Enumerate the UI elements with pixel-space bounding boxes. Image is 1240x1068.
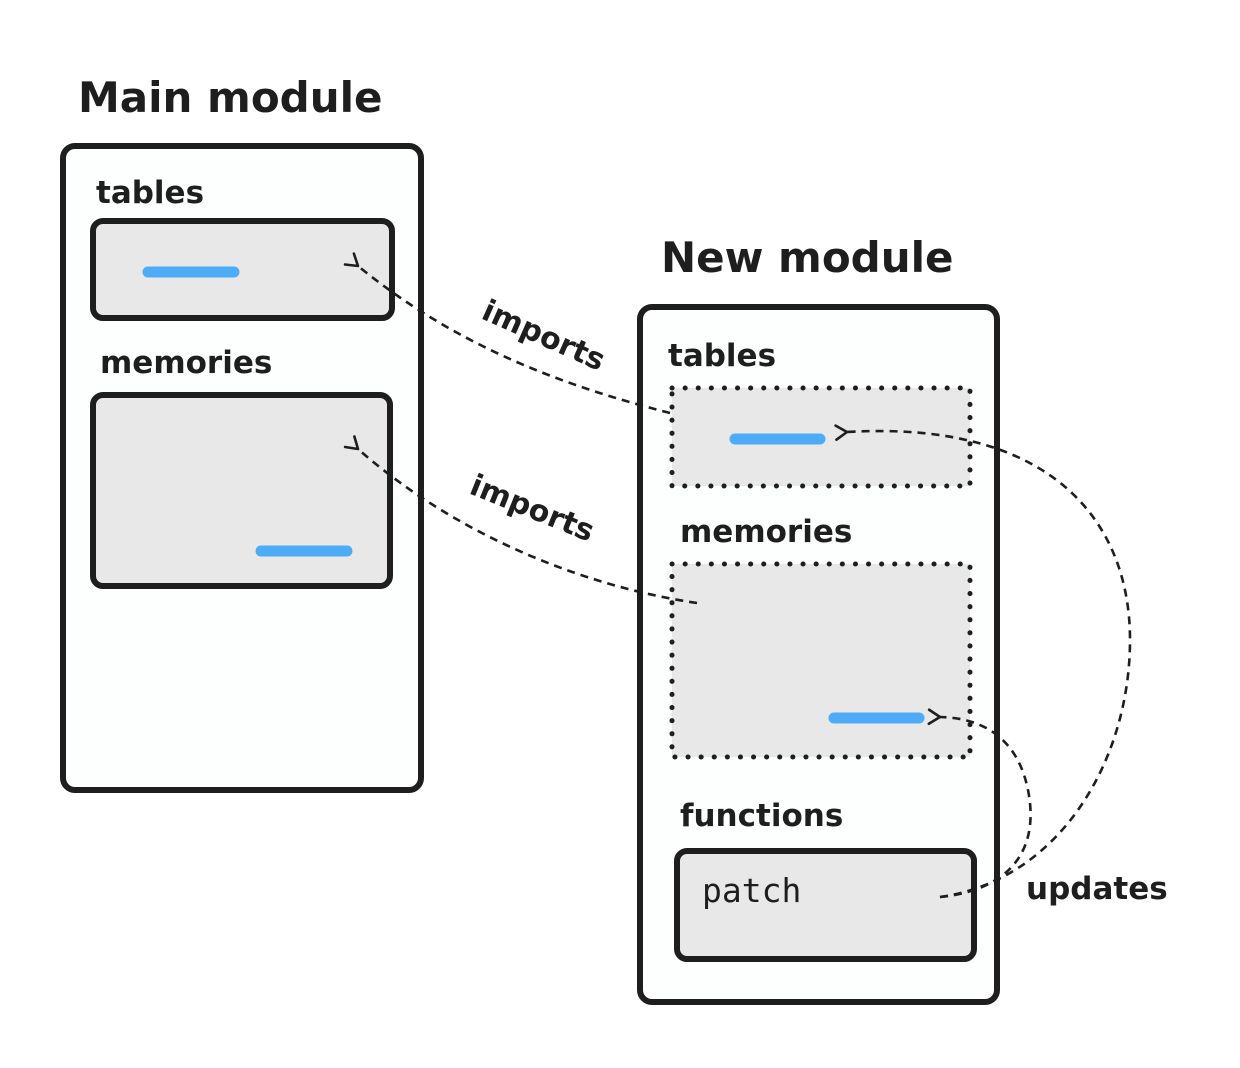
tables-import-arrow [343, 252, 671, 415]
patch-function-label: patch [702, 871, 801, 910]
tables-import-label: imports [477, 293, 611, 378]
memories-import-label: imports [465, 468, 599, 549]
main-module-title: Main module [78, 73, 383, 122]
updates-edges: updates [834, 424, 1168, 907]
new-module-title: New module [661, 233, 954, 282]
main-memories-box [90, 392, 393, 589]
main-module: Main module tables memories [60, 73, 424, 793]
updates-memories-arrow [927, 708, 1032, 899]
main-tables-box [90, 218, 395, 321]
main-memories-label: memories [100, 345, 272, 381]
new-tables-label: tables [668, 338, 776, 374]
updates-label: updates [1026, 871, 1168, 907]
memories-import-arrow [343, 435, 698, 605]
functions-label: functions [680, 798, 843, 834]
new-memories-box [669, 561, 973, 760]
main-tables-label: tables [96, 175, 204, 211]
new-memories-label: memories [680, 514, 852, 550]
functions-box [674, 848, 977, 962]
updates-tables-arrow [834, 424, 1132, 899]
new-module: New module tables memories functions pat… [637, 233, 1000, 1005]
